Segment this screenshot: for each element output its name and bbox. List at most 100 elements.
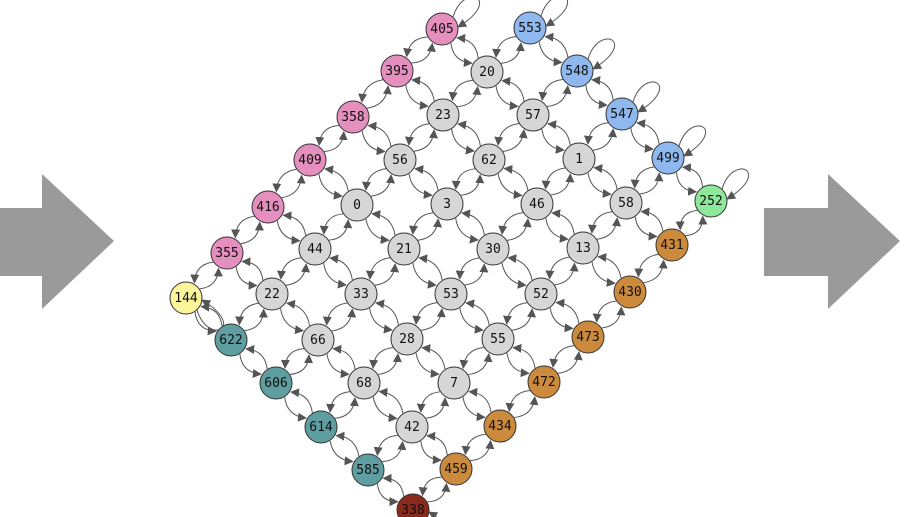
edge-arrow [459, 307, 484, 334]
state-node-label: 53 [443, 287, 459, 302]
edge-arrow [324, 130, 348, 153]
edge-arrow [592, 128, 618, 151]
state-node-label: 13 [575, 241, 591, 256]
edge-arrow [329, 254, 353, 281]
state-node: 252 [694, 184, 728, 218]
edge-arrow [639, 172, 664, 195]
edge-arrow [554, 262, 579, 286]
state-node-label: 55 [490, 332, 506, 347]
edge-arrow [464, 263, 489, 286]
edge-arrow [404, 123, 430, 146]
self-loop-arrow [632, 81, 661, 113]
edge-arrow [235, 266, 258, 290]
edge-arrow [418, 254, 443, 281]
edge-arrow [681, 163, 704, 187]
state-node-circle [259, 366, 293, 400]
state-node-circle [293, 143, 327, 177]
state-node-label: 0 [353, 198, 361, 213]
edge-arrow [545, 217, 569, 243]
edge-arrow [541, 128, 565, 154]
edge-arrow [323, 262, 347, 289]
state-node-label: 472 [532, 375, 555, 390]
state-node-circle [351, 453, 385, 487]
edge-arrow [418, 476, 442, 497]
edge-arrow [497, 173, 523, 200]
edge-arrow [448, 79, 473, 102]
state-node-label: 434 [488, 419, 512, 434]
edge-arrow [371, 210, 396, 236]
state-node-circle [251, 190, 285, 224]
edge-arrow [511, 308, 537, 331]
state-node-label: 416 [256, 200, 279, 215]
state-node-label: 395 [385, 64, 408, 79]
edge-arrow [239, 353, 262, 379]
edge-arrow [382, 440, 407, 463]
edge-arrow [549, 345, 575, 368]
edge-arrow [630, 127, 654, 153]
edge-arrow [231, 215, 255, 239]
state-node-label: 28 [399, 332, 415, 347]
edge-arrow [506, 218, 532, 241]
edge-arrow [369, 307, 393, 334]
edge-arrow [290, 388, 313, 414]
state-node: 585 [351, 453, 385, 487]
edge-arrow [285, 299, 311, 326]
state-node: 430 [613, 275, 647, 309]
self-loop-arrow [452, 0, 481, 28]
state-node-circle [527, 365, 561, 399]
edge-arrow [358, 79, 384, 103]
edge-arrow [421, 344, 446, 370]
edge-arrow [640, 207, 664, 232]
state-node: 416 [251, 190, 285, 224]
state-node: 55 [481, 322, 515, 356]
edge-arrow [284, 396, 307, 422]
edge-arrow [376, 483, 399, 507]
edge-arrow [324, 165, 349, 192]
state-node: 434 [483, 409, 517, 443]
edge-arrow [591, 261, 616, 287]
edge-arrow [417, 218, 443, 241]
edge-arrow [276, 257, 302, 280]
edge-arrow [369, 347, 394, 369]
edge-arrow [378, 387, 404, 414]
edge-arrow [547, 84, 572, 108]
state-node-circle [566, 231, 600, 265]
edge-arrow [367, 121, 392, 147]
state-node-label: 405 [430, 22, 453, 37]
edge-arrow [235, 302, 259, 326]
state-node-circle [336, 100, 370, 134]
edge-arrow [318, 173, 343, 200]
state-node: 53 [434, 277, 468, 311]
edge-arrow [451, 168, 476, 190]
state-node: 472 [527, 365, 561, 399]
state-node-circle [470, 55, 504, 89]
edge-arrow [549, 307, 574, 333]
state-node-label: 23 [435, 108, 451, 123]
edge-arrow [545, 256, 570, 280]
edge-arrow [512, 343, 536, 369]
state-node-label: 30 [485, 242, 501, 257]
state-node-label: 431 [660, 238, 683, 253]
edge-arrow [328, 219, 353, 241]
state-node-circle [439, 452, 473, 486]
edge-arrow [405, 84, 429, 110]
edge-arrow [465, 299, 490, 326]
state-node: 459 [439, 452, 473, 486]
edge-arrow [280, 348, 304, 369]
edge-arrow [412, 262, 437, 289]
edge-arrow [461, 433, 486, 456]
edge-arrow [244, 308, 268, 332]
self-loop-arrow [587, 38, 616, 70]
edge-arrow [505, 389, 530, 413]
state-node-label: 553 [518, 21, 541, 36]
state-node-circle [304, 410, 338, 444]
edge-arrow [408, 173, 433, 199]
state-node-label: 606 [264, 376, 287, 391]
state-node: 499 [651, 141, 685, 175]
state-node-circle [169, 281, 203, 315]
edge-arrow [411, 42, 436, 64]
state-node-circle [255, 277, 289, 311]
edge-arrow [290, 354, 314, 375]
state-node: 358 [336, 100, 370, 134]
